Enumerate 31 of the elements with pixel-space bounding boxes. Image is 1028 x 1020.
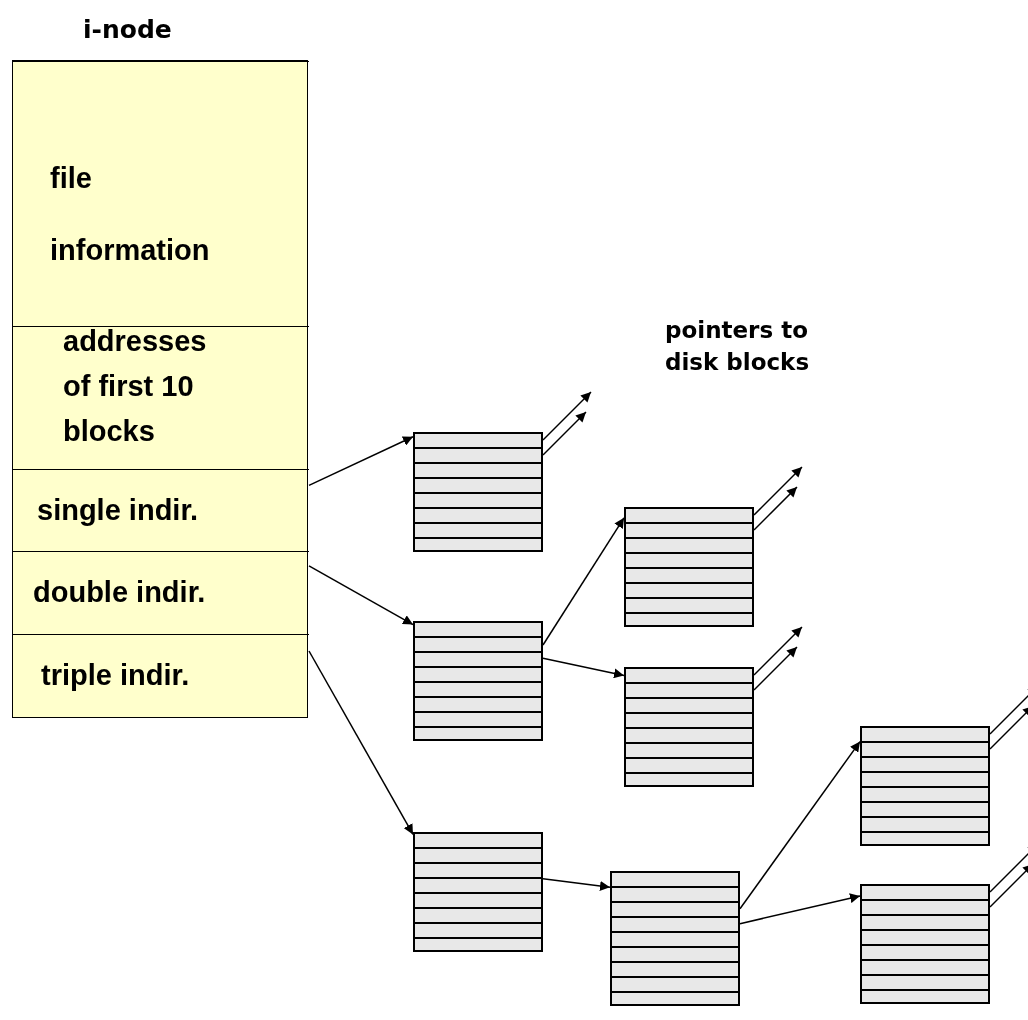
disk-block-table (624, 667, 754, 787)
arrow (542, 657, 625, 679)
disk-block-table (413, 432, 543, 552)
field-label: file information (50, 161, 210, 268)
arrow (308, 565, 414, 626)
arrow (308, 650, 414, 836)
arrow (739, 740, 861, 910)
pointer-arrow (989, 705, 1028, 750)
field-label: double indir. (33, 575, 207, 610)
inode-title: i-node (83, 15, 172, 44)
disk-block-table (413, 832, 543, 952)
field-label: addresses of first 10 blocks (63, 324, 208, 449)
arrow (542, 878, 611, 891)
pointer-arrow (753, 466, 803, 516)
pointer-arrow (989, 863, 1028, 908)
pointer-arrow (753, 646, 798, 691)
disk-block-table (624, 507, 754, 627)
pointer-arrow (542, 391, 592, 441)
arrow (308, 436, 414, 487)
arrow (542, 517, 625, 646)
pointer-arrow (753, 626, 803, 676)
annotation-text: pointers to disk blocks (665, 316, 811, 377)
disk-block-table (860, 726, 990, 846)
pointer-arrow (753, 486, 798, 531)
field-label: single indir. (37, 493, 200, 528)
field-label: triple indir. (41, 658, 191, 693)
disk-block-table (860, 884, 990, 1004)
disk-block-table (413, 621, 543, 741)
disk-block-table (610, 871, 740, 1006)
arrow (739, 893, 861, 925)
pointer-arrow (542, 411, 587, 456)
